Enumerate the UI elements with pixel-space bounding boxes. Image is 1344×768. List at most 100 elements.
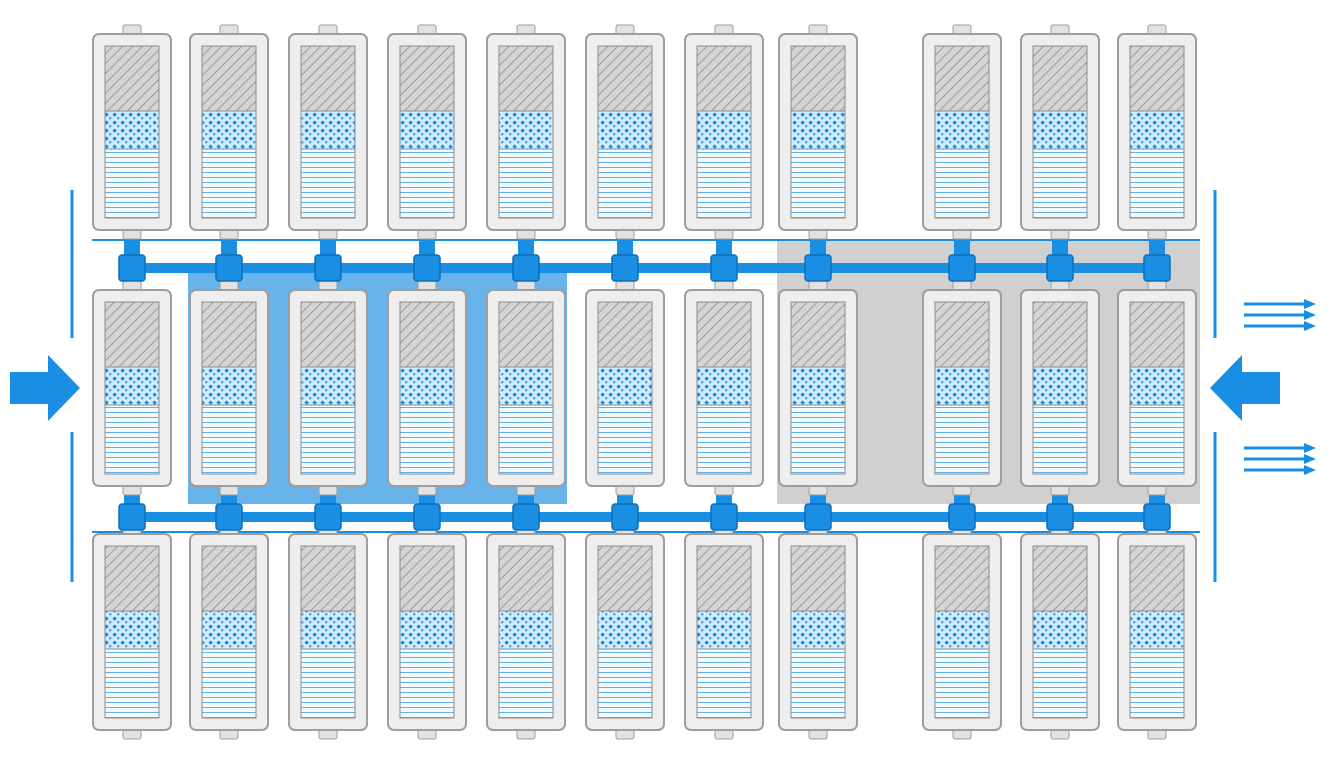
lined-layer xyxy=(300,404,356,475)
lined-layer xyxy=(934,148,990,219)
connector-node xyxy=(611,254,639,282)
cell-column xyxy=(189,280,269,496)
dotted-layer xyxy=(399,110,455,150)
dotted-layer xyxy=(201,110,257,150)
hatched-layer xyxy=(201,45,257,112)
connector-node xyxy=(215,503,243,531)
dotted-layer xyxy=(1129,366,1185,406)
dotted-layer xyxy=(790,366,846,406)
lined-layer xyxy=(696,648,752,719)
cell-column xyxy=(1117,24,1197,240)
dotted-layer xyxy=(201,610,257,650)
hatched-layer xyxy=(934,545,990,612)
cell-column xyxy=(1020,524,1100,740)
dotted-layer xyxy=(696,610,752,650)
arrow-head xyxy=(1304,443,1316,453)
cell-column xyxy=(288,280,368,496)
dotted-layer xyxy=(1032,110,1088,150)
connector-node xyxy=(611,503,639,531)
hatched-layer xyxy=(1032,545,1088,612)
dotted-layer xyxy=(104,366,160,406)
lined-layer xyxy=(597,648,653,719)
lined-layer xyxy=(300,648,356,719)
hatched-layer xyxy=(696,301,752,368)
connector-bus-2 xyxy=(130,512,1158,522)
dotted-layer xyxy=(934,366,990,406)
lined-layer xyxy=(399,648,455,719)
dotted-layer xyxy=(104,110,160,150)
cell-column xyxy=(288,524,368,740)
cell-columns-layer xyxy=(92,24,1197,740)
cell-column xyxy=(92,280,172,496)
cell-column xyxy=(1117,524,1197,740)
lined-layer xyxy=(1032,404,1088,475)
cell-column xyxy=(387,524,467,740)
arrow-head xyxy=(1304,310,1316,320)
dotted-layer xyxy=(934,110,990,150)
arrow-head xyxy=(1304,321,1316,331)
lined-layer xyxy=(1032,148,1088,219)
connector-bus-1 xyxy=(130,263,1158,273)
dotted-layer xyxy=(790,110,846,150)
cell-column xyxy=(486,524,566,740)
cell-column xyxy=(92,24,172,240)
hatched-layer xyxy=(201,301,257,368)
lined-layer xyxy=(104,148,160,219)
connector-node xyxy=(948,254,976,282)
cell-column xyxy=(1020,24,1100,240)
cell-column xyxy=(1117,280,1197,496)
hatched-layer xyxy=(790,45,846,112)
cell-column xyxy=(189,524,269,740)
cell-column xyxy=(922,280,1002,496)
hatched-layer xyxy=(399,45,455,112)
cell-column xyxy=(585,280,665,496)
lined-layer xyxy=(790,404,846,475)
dotted-layer xyxy=(399,366,455,406)
lined-layer xyxy=(201,648,257,719)
arrow-left-icon xyxy=(1210,355,1280,421)
connector-node xyxy=(413,503,441,531)
hatched-layer xyxy=(934,45,990,112)
cell-column xyxy=(486,24,566,240)
lined-layer xyxy=(300,148,356,219)
cell-column xyxy=(189,24,269,240)
triple-arrow-right-icon xyxy=(1244,299,1316,331)
lined-layer xyxy=(498,148,554,219)
dotted-layer xyxy=(498,610,554,650)
cell-column xyxy=(1020,280,1100,496)
connector-node xyxy=(512,503,540,531)
hatched-layer xyxy=(790,545,846,612)
hatched-layer xyxy=(1032,301,1088,368)
dotted-layer xyxy=(104,610,160,650)
flow-arrows-layer xyxy=(10,299,1316,475)
dotted-layer xyxy=(597,110,653,150)
connector-node xyxy=(710,254,738,282)
lined-layer xyxy=(1129,404,1185,475)
connector-node xyxy=(1046,254,1074,282)
hatched-layer xyxy=(300,301,356,368)
cell-column xyxy=(922,524,1002,740)
dotted-layer xyxy=(300,610,356,650)
cell-column xyxy=(387,280,467,496)
dotted-layer xyxy=(597,366,653,406)
lined-layer xyxy=(104,404,160,475)
lined-layer xyxy=(597,404,653,475)
cell-column xyxy=(778,24,858,240)
lined-layer xyxy=(597,148,653,219)
cell-column xyxy=(585,524,665,740)
cell-column xyxy=(387,24,467,240)
dotted-layer xyxy=(399,610,455,650)
lined-layer xyxy=(399,404,455,475)
connector-node xyxy=(215,254,243,282)
hatched-layer xyxy=(1129,301,1185,368)
hatched-layer xyxy=(104,45,160,112)
cell-column xyxy=(922,24,1002,240)
lined-layer xyxy=(104,648,160,719)
lined-layer xyxy=(1129,648,1185,719)
hatched-layer xyxy=(597,301,653,368)
hatched-layer xyxy=(696,45,752,112)
hatched-layer xyxy=(201,545,257,612)
lined-layer xyxy=(934,404,990,475)
cell-column xyxy=(486,280,566,496)
